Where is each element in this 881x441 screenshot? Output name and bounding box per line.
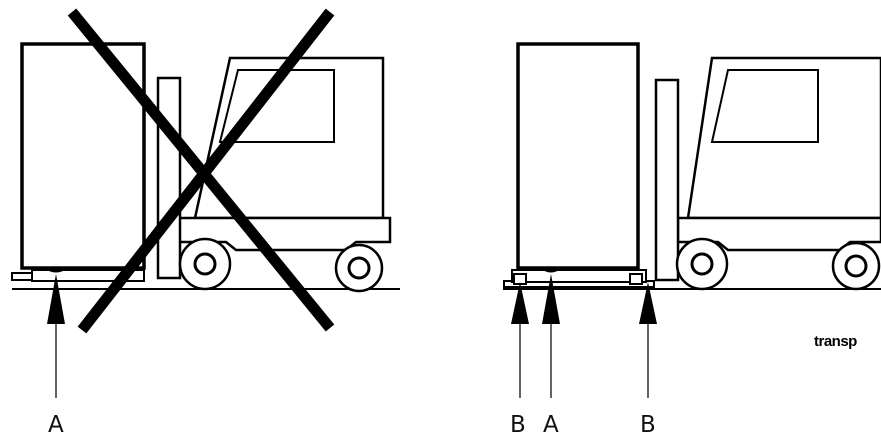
center-support-foot	[44, 268, 68, 273]
correct-transport-panel: B A B transp	[503, 42, 881, 438]
point-label-a: A	[48, 412, 64, 436]
point-label-b-right: B	[640, 412, 656, 436]
forklift-right	[654, 56, 881, 291]
pallet-right	[511, 269, 647, 283]
forklift-window-right	[710, 69, 819, 143]
center-support-foot-right	[540, 268, 562, 273]
arrow-a-head	[47, 274, 65, 324]
cross-stroke-2	[77, 8, 335, 334]
outer-support-foot-right	[629, 273, 643, 285]
incorrect-transport-panel: A	[11, 8, 400, 438]
forklift-mast	[156, 76, 182, 280]
figure-tag: transp	[814, 333, 857, 350]
support-arrow-b-right	[639, 282, 657, 398]
point-label-a-right: A	[543, 412, 559, 436]
cabinet-unit-right	[516, 42, 640, 270]
rear-wheel-hub-right	[844, 254, 868, 278]
wrong-cross-mark	[67, 8, 335, 334]
arrow-b-right-head	[639, 282, 657, 324]
arrow-b-left-head	[511, 282, 529, 324]
point-label-b-left: B	[510, 412, 526, 436]
forklift-mast-right	[654, 78, 680, 282]
support-arrow-b-left	[511, 282, 529, 398]
load-right	[503, 42, 655, 288]
support-arrow-a-right	[542, 274, 560, 398]
arrow-a-right-head	[542, 274, 560, 324]
pallet	[31, 269, 145, 282]
rear-wheel-hub	[347, 256, 371, 280]
front-wheel-hub-right	[690, 252, 714, 276]
support-arrow-a	[47, 274, 65, 398]
front-wheel-hub	[193, 252, 217, 276]
